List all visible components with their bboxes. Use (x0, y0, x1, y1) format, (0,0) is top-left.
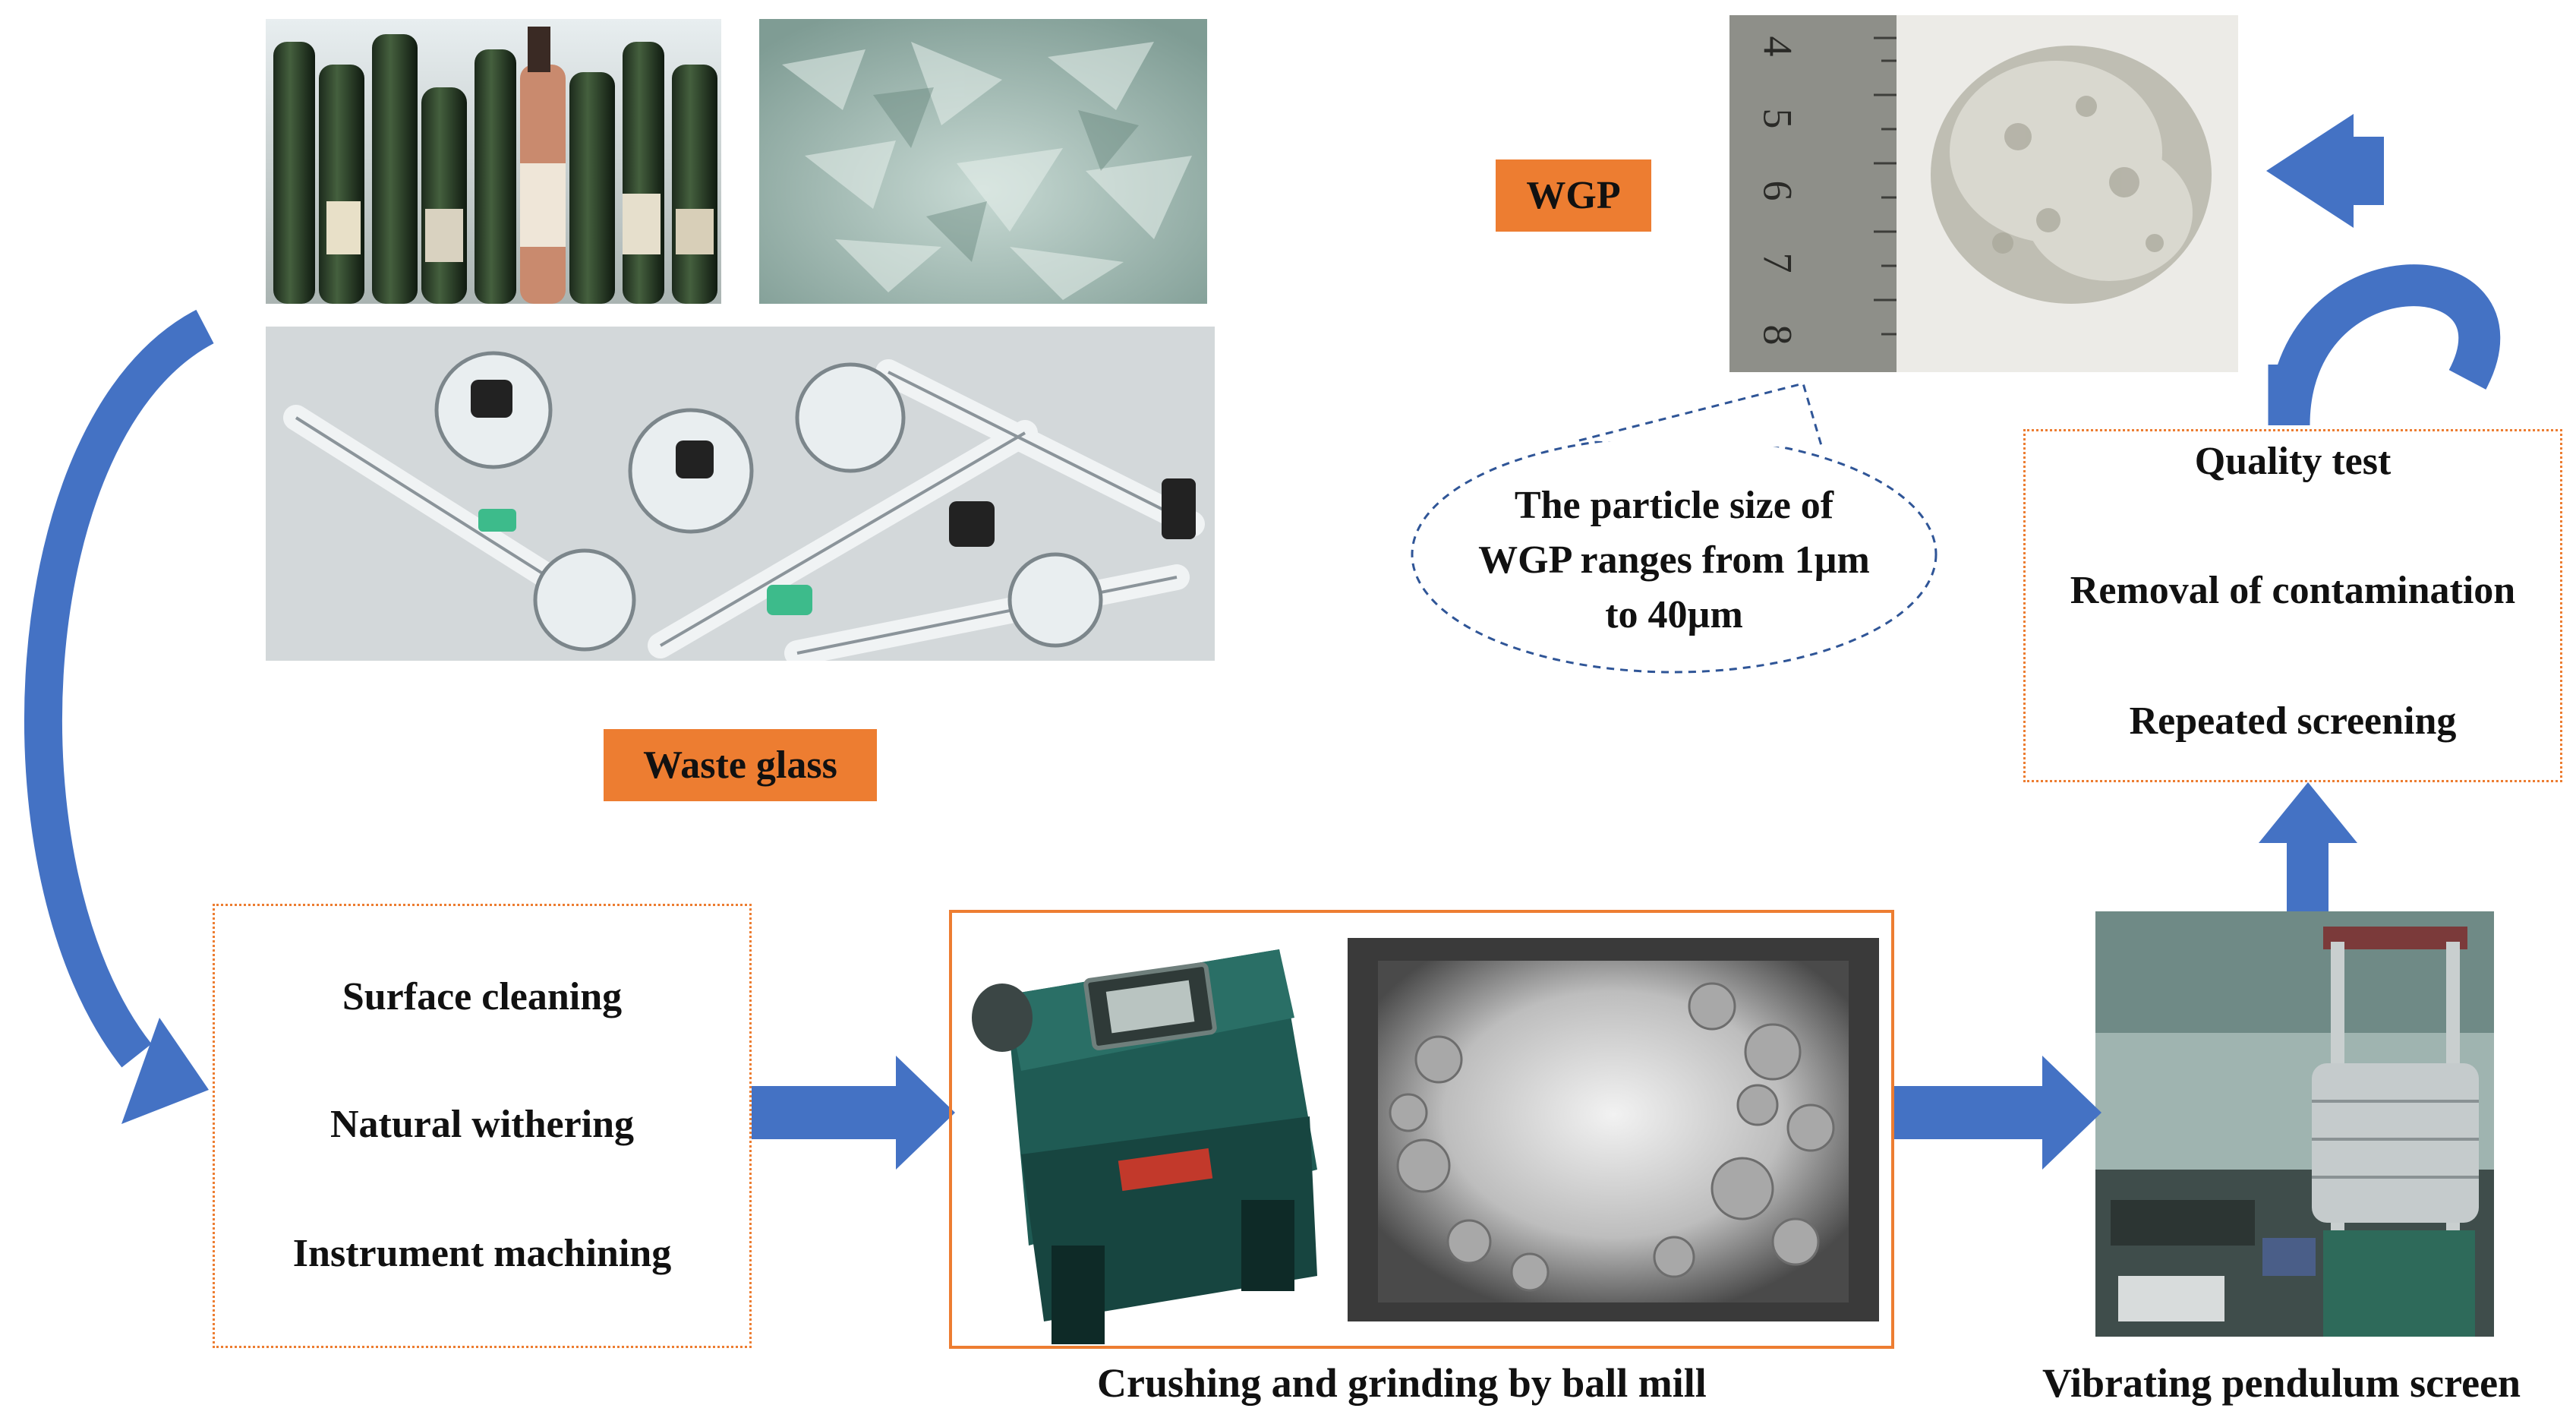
quality-step: Repeated screening (2129, 699, 2457, 743)
particle-note-line: The particle size of (1514, 484, 1834, 527)
glass-bottles-photo (266, 19, 721, 304)
glass-shards-photo (759, 19, 1207, 304)
pretreatment-step: Natural withering (329, 1103, 635, 1146)
pretreatment-step: Instrument machining (292, 1232, 672, 1275)
arrow-to-screen (1894, 1056, 2101, 1170)
pretreatment-box: Surface cleaning Natural withering Instr… (213, 904, 752, 1348)
quality-step: Quality test (2194, 440, 2392, 483)
ball-mill-box (949, 910, 1894, 1349)
pendulum-screen-photo (2095, 911, 2494, 1337)
wgp-tag: WGP (1496, 159, 1651, 232)
curved-arrow-left-head (121, 1018, 209, 1124)
bubble-tail (1578, 382, 1824, 449)
pendulum-screen-caption: Vibrating pendulum screen (2042, 1360, 2521, 1406)
quality-step: Removal of contamination (2070, 569, 2516, 612)
arrow-up-to-quality (2259, 782, 2357, 911)
pretreatment-step: Surface cleaning (342, 975, 623, 1018)
waste-glass-tag: Waste glass (604, 729, 877, 801)
particle-size-bubble (1411, 435, 1938, 674)
ball-mill-machine-photo (960, 927, 1325, 1352)
wgp-powder-photo: 4 5 6 7 8 (1729, 15, 2238, 372)
ball-mill-interior-photo (1348, 938, 1879, 1321)
particle-note-line: WGP ranges from 1µm (1478, 538, 1870, 582)
particle-size-note: The particle size of WGP ranges from 1µm… (1435, 478, 1913, 643)
particle-note-line: to 40µm (1605, 593, 1743, 636)
curved-arrow-right (2268, 264, 2501, 426)
curved-arrow-right-head (2266, 114, 2354, 228)
quality-box: Quality test Removal of contamination Re… (2023, 429, 2562, 782)
curved-arrow-left (24, 309, 214, 1068)
medical-glass-photo (266, 327, 1215, 661)
ball-mill-caption: Crushing and grinding by ball mill (1097, 1360, 1707, 1406)
arrow-to-ball-mill (752, 1056, 955, 1170)
